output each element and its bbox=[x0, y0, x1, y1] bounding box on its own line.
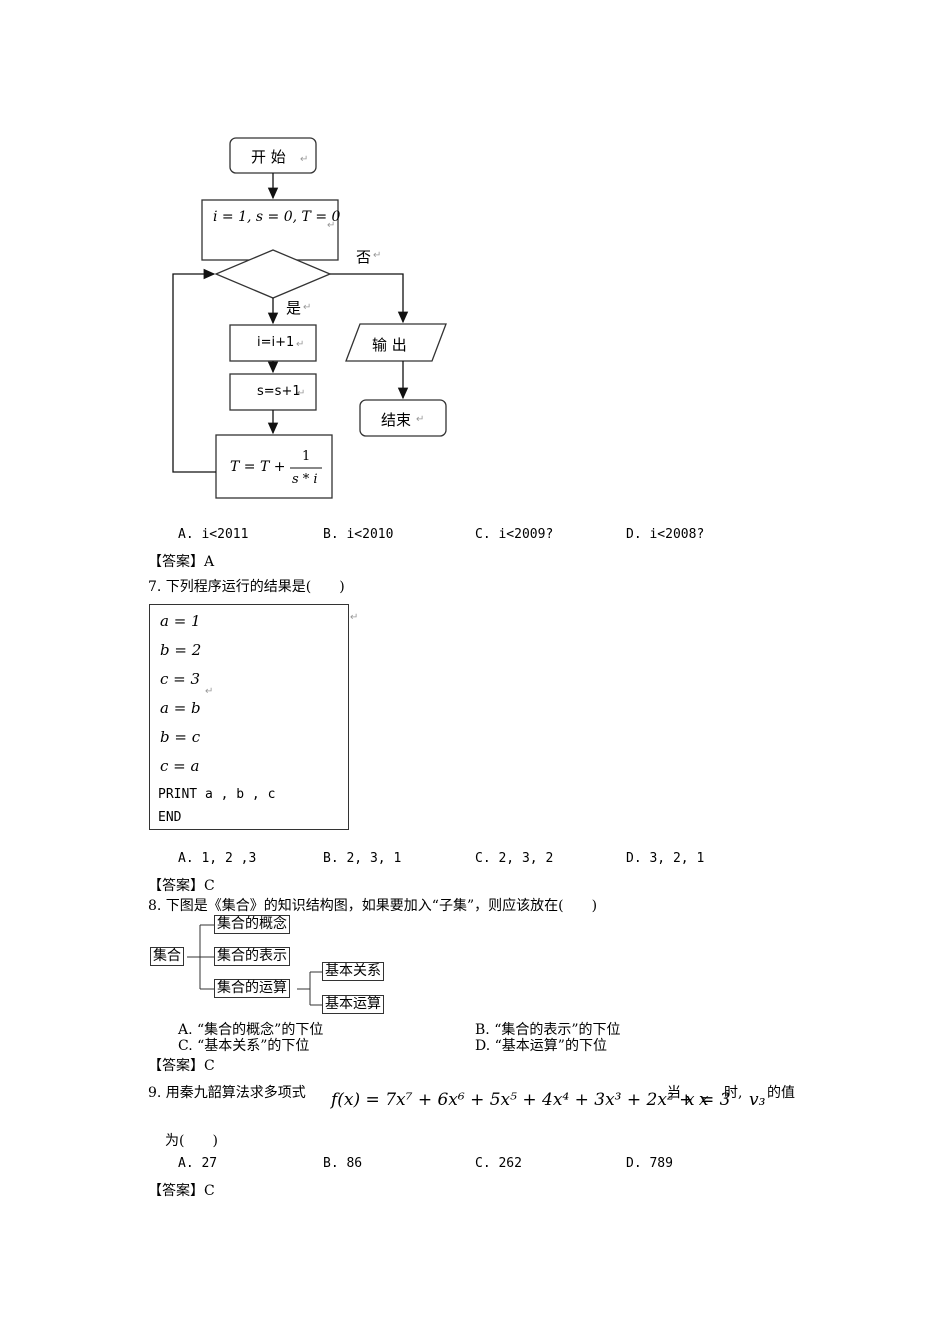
q8-stem: 8. 下图是《集合》的知识结构图，如果要加入“子集”，则应该放在( ) bbox=[148, 898, 598, 914]
return-mark-icon: ↵ bbox=[296, 339, 305, 350]
step-T-process bbox=[215, 434, 333, 499]
return-mark-icon: ↵ bbox=[205, 686, 214, 697]
program-line: b = c bbox=[160, 728, 201, 746]
step-s-label: s=s+1 bbox=[257, 384, 301, 399]
q8-option-b: B. “集合的表示”的下位 bbox=[475, 1022, 621, 1038]
no-connector bbox=[330, 273, 409, 324]
output-label: 输 出 bbox=[372, 336, 407, 354]
program-line: a = b bbox=[160, 699, 201, 717]
q6-answer: 【答案】A bbox=[148, 554, 215, 570]
q9-polynomial: f(x) = 7x⁷ + 6x⁶ + 5x⁵ + 4x⁴ + 3x³ + 2x²… bbox=[331, 1090, 709, 1110]
q9-v3: v₃ bbox=[749, 1090, 766, 1110]
no-label: 否 bbox=[356, 248, 372, 266]
end-label: 结束 bbox=[381, 411, 412, 429]
q8-option-d: D. “基本运算”的下位 bbox=[475, 1038, 607, 1054]
return-mark-icon: ↵ bbox=[327, 220, 336, 231]
q6-option-a: A. i<2011 bbox=[178, 527, 249, 542]
yes-label: 是 bbox=[286, 299, 302, 317]
q8-answer: 【答案】C bbox=[148, 1058, 215, 1074]
program-line: a = 1 bbox=[160, 612, 201, 630]
q9-shi: 时, bbox=[724, 1085, 743, 1101]
q9-when: 当 bbox=[667, 1085, 681, 1101]
q9-option-a: A. 27 bbox=[178, 1156, 218, 1171]
q9-answer: 【答案】C bbox=[148, 1183, 215, 1199]
q7-option-d: D. 3, 2, 1 bbox=[626, 851, 705, 866]
q9-option-d: D. 789 bbox=[626, 1156, 673, 1171]
tree-node-operations: 集合的运算 bbox=[214, 979, 290, 998]
q7-program-box bbox=[149, 604, 349, 830]
return-mark-icon: ↵ bbox=[416, 414, 425, 425]
tree-root: 集合 bbox=[150, 947, 184, 966]
q7-stem: 7. 下列程序运行的结果是( ) bbox=[148, 579, 345, 595]
program-line: b = 2 bbox=[160, 641, 202, 659]
q7-option-c: C. 2, 3, 2 bbox=[475, 851, 554, 866]
q7-answer: 【答案】C bbox=[148, 878, 215, 894]
q9-stem-prefix: 9. 用秦九韶算法求多项式 bbox=[148, 1085, 306, 1101]
q9-condition: x = 3 bbox=[685, 1090, 731, 1110]
step-i-process bbox=[229, 324, 317, 362]
program-line: c = a bbox=[160, 757, 200, 775]
return-mark-icon: ↵ bbox=[373, 250, 382, 261]
q9-suffix: 的值 bbox=[767, 1085, 795, 1101]
start-label: 开 始 bbox=[251, 148, 286, 166]
q6-option-c: C. i<2009? bbox=[475, 527, 554, 542]
q8-option-c: C. “基本关系”的下位 bbox=[178, 1038, 310, 1054]
tree-node-basic-relations: 基本关系 bbox=[322, 962, 384, 981]
tree-node-basic-operations: 基本运算 bbox=[322, 995, 384, 1014]
output-io bbox=[345, 323, 447, 362]
return-mark-icon: ↵ bbox=[350, 612, 359, 623]
tree-node-concept: 集合的概念 bbox=[214, 915, 290, 934]
tree-node-representation: 集合的表示 bbox=[214, 947, 290, 966]
q7-option-a: A. 1, 2 ,3 bbox=[178, 851, 257, 866]
step-T-lhs: T = T + bbox=[230, 459, 286, 475]
q9-stem-line2: 为( ) bbox=[165, 1133, 218, 1149]
end-terminal bbox=[359, 399, 447, 437]
program-line-print: PRINT a , b , c bbox=[158, 787, 276, 802]
return-mark-icon: ↵ bbox=[300, 154, 309, 165]
q8-option-a: A. “集合的概念”的下位 bbox=[178, 1022, 324, 1038]
step-i-label: i=i+1 bbox=[257, 335, 295, 350]
init-label: i = 1, s = 0, T = 0 bbox=[213, 209, 341, 225]
step-T-numerator: 1 bbox=[302, 449, 311, 464]
return-mark-icon: ↵ bbox=[297, 388, 306, 399]
q7-option-b: B. 2, 3, 1 bbox=[323, 851, 402, 866]
return-mark-icon: ↵ bbox=[303, 302, 312, 313]
program-line: c = 3 bbox=[160, 670, 201, 688]
step-T-denominator: s * i bbox=[292, 472, 318, 487]
loop-connector bbox=[172, 268, 216, 473]
q9-option-c: C. 262 bbox=[475, 1156, 522, 1171]
q6-option-b: B. i<2010 bbox=[323, 527, 394, 542]
q9-option-b: B. 86 bbox=[323, 1156, 363, 1171]
init-process bbox=[201, 199, 339, 261]
flowchart bbox=[172, 137, 447, 499]
program-line-end: END bbox=[158, 810, 182, 825]
q6-option-d: D. i<2008? bbox=[626, 527, 705, 542]
